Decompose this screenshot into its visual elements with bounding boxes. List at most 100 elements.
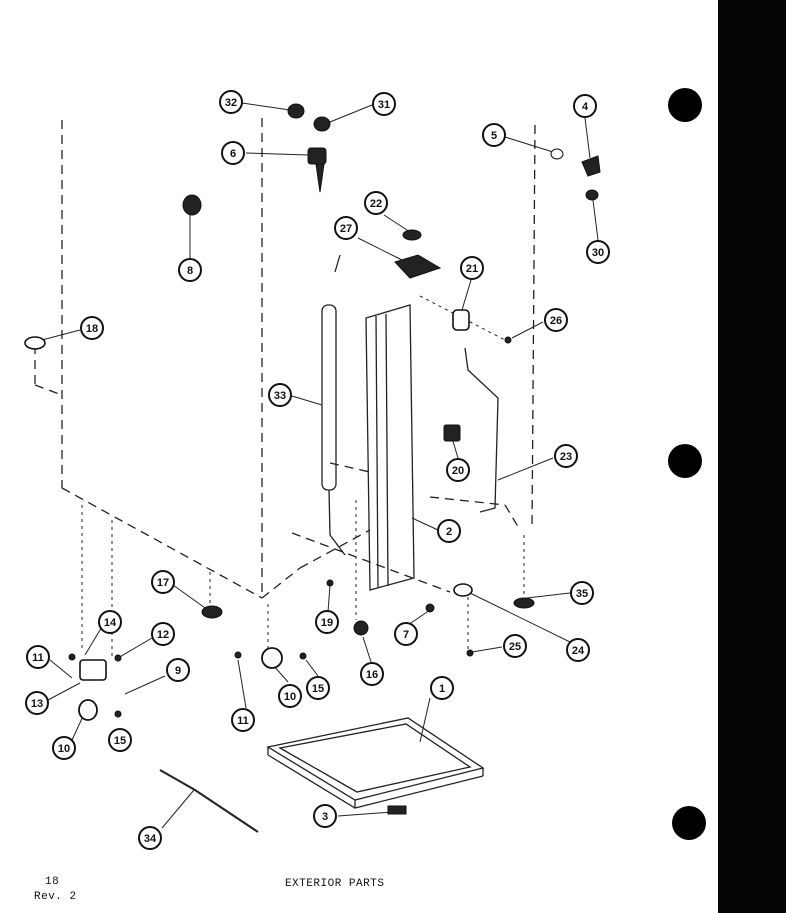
callout-33: 33 xyxy=(268,383,292,407)
callout-label: 19 xyxy=(321,617,333,629)
callout-label: 12 xyxy=(157,629,169,641)
callout-circle xyxy=(554,444,578,468)
callout-34: 34 xyxy=(138,826,162,850)
callout-label: 14 xyxy=(104,617,117,629)
callout-label: 22 xyxy=(370,198,382,210)
part-drain-pan-1 xyxy=(266,717,485,809)
part-14 xyxy=(68,653,76,661)
callout-circle xyxy=(313,804,337,828)
callout-23: 23 xyxy=(554,444,578,468)
callout-circle xyxy=(566,638,590,662)
part-18 xyxy=(24,336,46,350)
part-19 xyxy=(326,579,334,587)
callout-circle xyxy=(315,610,339,634)
callout-label: 15 xyxy=(114,735,126,747)
callout-circle xyxy=(306,676,330,700)
callout-label: 10 xyxy=(58,743,70,755)
callout-circle xyxy=(430,676,454,700)
cabinet-outline xyxy=(34,118,536,599)
callout-27: 27 xyxy=(334,216,358,240)
callout-circle xyxy=(151,570,175,594)
callout-circle xyxy=(394,622,418,646)
callout-25: 25 xyxy=(503,634,527,658)
callout-label: 3 xyxy=(322,811,328,823)
binder-hole-bottom xyxy=(672,806,706,840)
part-25 xyxy=(466,649,474,657)
callout-circle xyxy=(98,610,122,634)
callout-label: 27 xyxy=(340,223,352,235)
callout-label: 26 xyxy=(550,315,562,327)
callout-label: 10 xyxy=(284,691,296,703)
callout-circle xyxy=(360,662,384,686)
callout-7: 7 xyxy=(394,622,418,646)
callout-label: 5 xyxy=(491,130,497,142)
part-3 xyxy=(387,805,407,815)
part-32 xyxy=(287,103,305,119)
callout-18: 18 xyxy=(80,316,104,340)
hardware-parts xyxy=(24,103,601,815)
callout-11: 11 xyxy=(26,645,50,669)
part-4 xyxy=(581,155,601,177)
callout-label: 24 xyxy=(572,645,585,657)
callout-label: 33 xyxy=(274,390,286,402)
callout-16: 16 xyxy=(360,662,384,686)
part-5 xyxy=(550,148,564,160)
callout-9: 9 xyxy=(166,658,190,682)
callout-11: 11 xyxy=(231,708,255,732)
callout-circle xyxy=(364,191,388,215)
callout-35: 35 xyxy=(570,581,594,605)
part-channel-2 xyxy=(365,304,415,591)
part-10-b xyxy=(261,647,283,669)
callout-circle xyxy=(166,658,190,682)
callout-label: 9 xyxy=(175,665,181,677)
callout-22: 22 xyxy=(364,191,388,215)
callout-label: 7 xyxy=(403,629,409,641)
part-22 xyxy=(402,229,422,241)
callout-circle xyxy=(437,519,461,543)
part-rod-33 xyxy=(321,254,346,556)
callout-15: 15 xyxy=(108,728,132,752)
callout-circle xyxy=(231,708,255,732)
callout-circle xyxy=(570,581,594,605)
callout-label: 4 xyxy=(582,101,589,113)
part-7 xyxy=(425,603,435,613)
callout-circle xyxy=(178,258,202,282)
callout-2: 2 xyxy=(437,519,461,543)
callout-17: 17 xyxy=(151,570,175,594)
callout-label: 34 xyxy=(144,833,157,845)
callout-label: 17 xyxy=(157,577,169,589)
callout-label: 11 xyxy=(32,652,44,664)
part-13-bracket xyxy=(79,659,107,681)
callout-label: 32 xyxy=(225,97,237,109)
callout-label: 25 xyxy=(509,641,521,653)
callout-circle xyxy=(151,622,175,646)
callout-20: 20 xyxy=(446,458,470,482)
part-21 xyxy=(452,309,470,331)
binder-hole-middle xyxy=(668,444,702,478)
revision-label: Rev. 2 xyxy=(34,891,77,903)
callout-circle xyxy=(573,94,597,118)
part-20 xyxy=(443,424,461,442)
callout-circle xyxy=(26,645,50,669)
part-35 xyxy=(513,597,535,609)
callout-circle xyxy=(586,240,610,264)
part-12 xyxy=(114,654,122,662)
callout-label: 11 xyxy=(237,715,249,727)
callout-circle xyxy=(446,458,470,482)
callout-12: 12 xyxy=(151,622,175,646)
callout-label: 6 xyxy=(230,148,236,160)
callout-circle xyxy=(268,383,292,407)
binder-edge xyxy=(718,0,786,913)
callout-3: 3 xyxy=(313,804,337,828)
part-31 xyxy=(313,116,331,132)
callout-circle xyxy=(25,691,49,715)
callout-circle xyxy=(108,728,132,752)
callout-circle xyxy=(221,141,245,165)
callout-label: 18 xyxy=(86,323,98,335)
callout-circle xyxy=(503,634,527,658)
part-8 xyxy=(182,194,202,216)
part-16 xyxy=(353,620,369,636)
callout-label: 23 xyxy=(560,451,572,463)
part-6 xyxy=(307,147,327,165)
